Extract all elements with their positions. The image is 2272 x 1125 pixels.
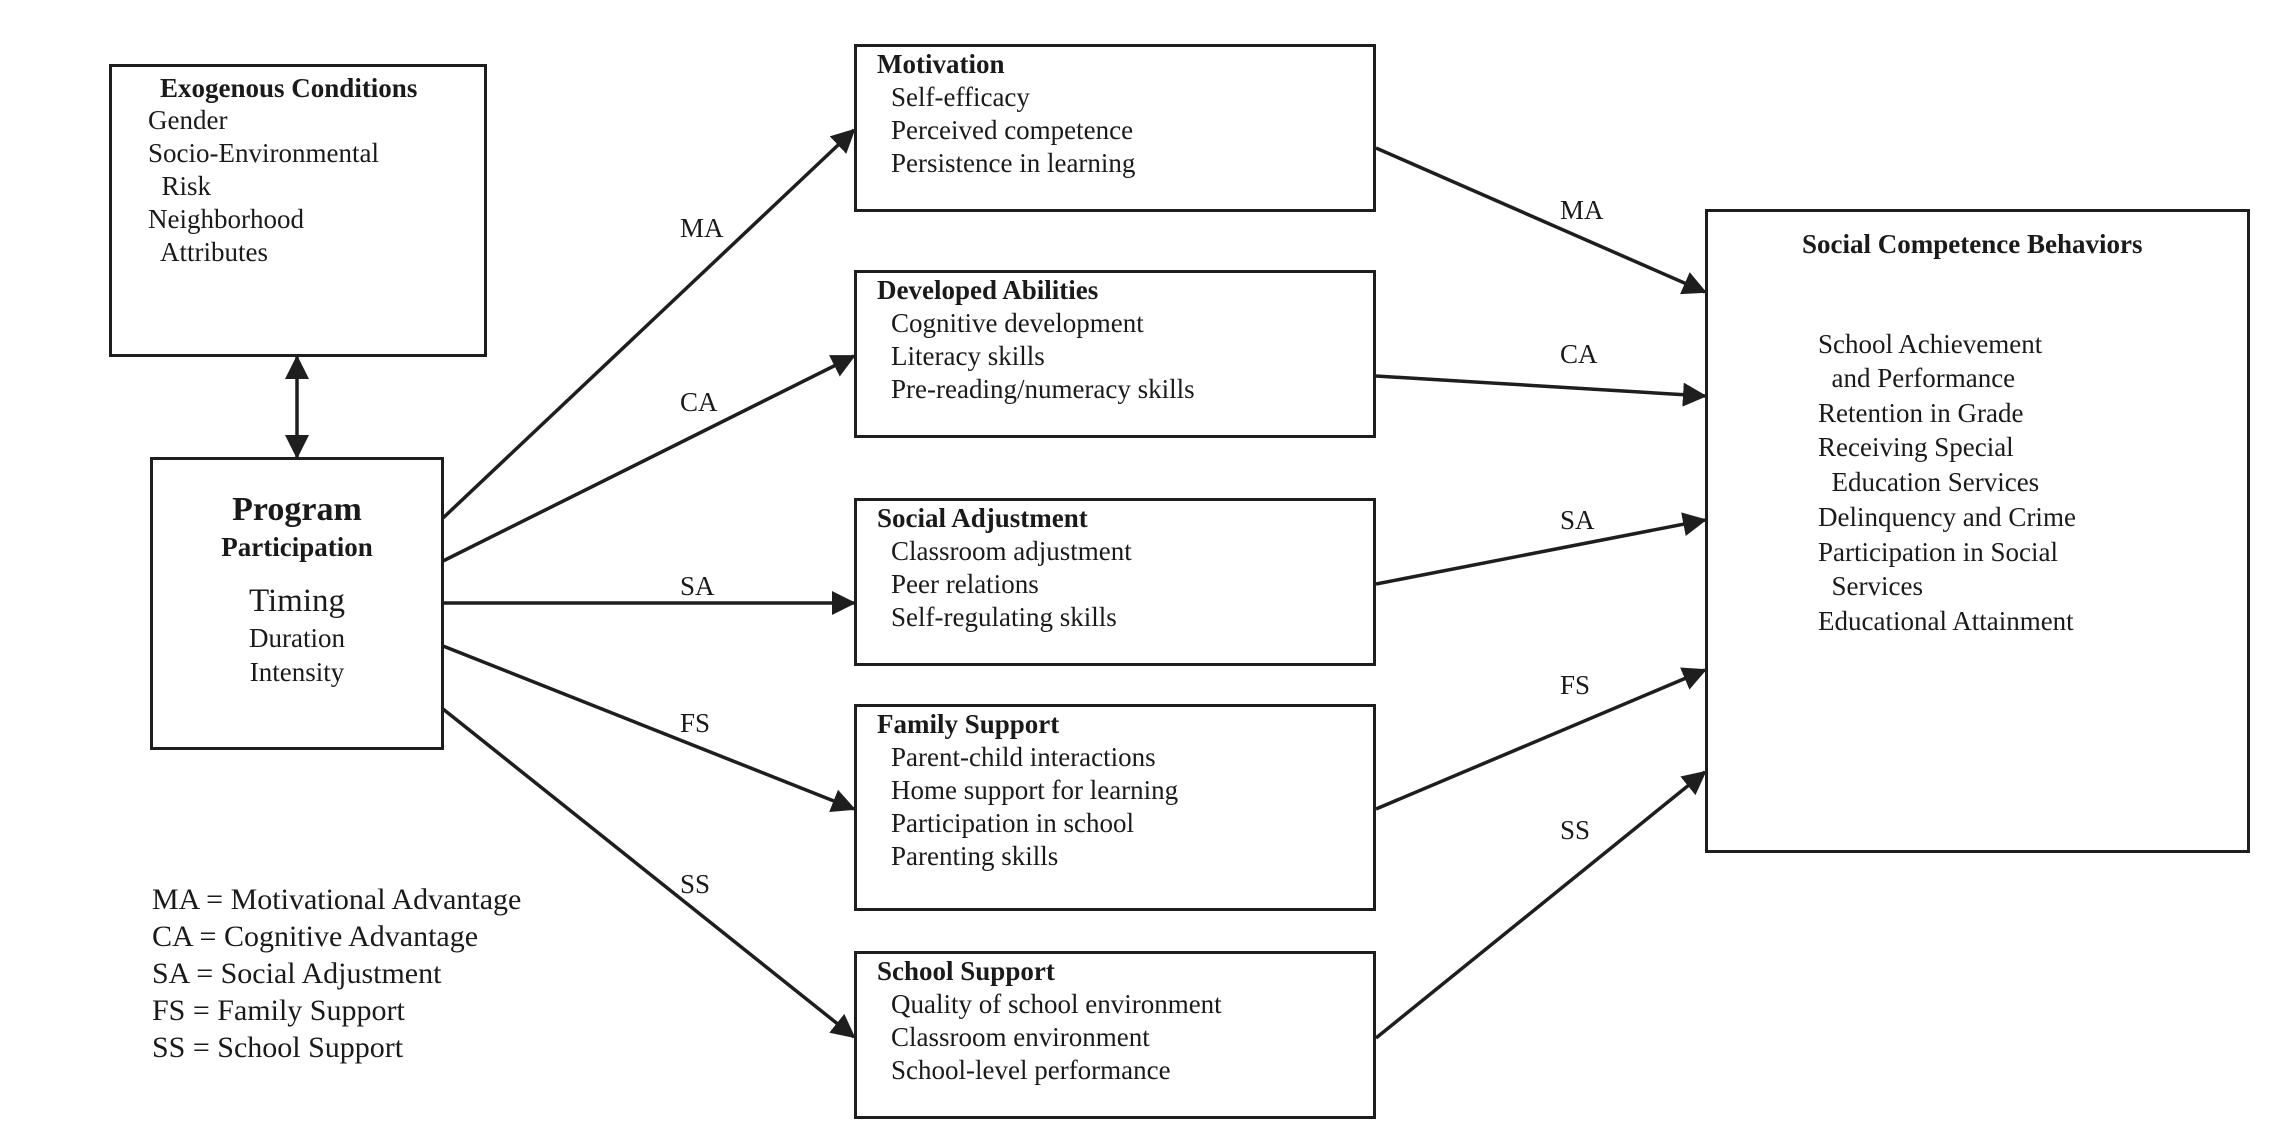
legend-item-sa: SA = Social Adjustment xyxy=(152,957,442,990)
exogenous-conditions-box: Exogenous Conditions Gender Socio-Enviro… xyxy=(109,64,487,357)
family-item: Parenting skills xyxy=(891,841,1059,871)
developed-abilities-box: Developed Abilities Cognitive developmen… xyxy=(854,270,1376,438)
legend-item-ma: MA = Motivational Advantage xyxy=(152,883,522,916)
arrow-abilities-outcomes xyxy=(1375,374,1707,407)
family-title: Family Support xyxy=(877,709,1060,739)
arrow-program-motivation xyxy=(441,128,856,520)
social-item: Self-regulating skills xyxy=(891,602,1117,632)
abilities-item: Pre-reading/numeracy skills xyxy=(891,374,1195,404)
path-label-out-sa: SA xyxy=(1560,505,1595,535)
motivation-box: Motivation Self-efficacy Perceived compe… xyxy=(854,44,1376,212)
outcomes-item: School Achievement xyxy=(1818,329,2043,359)
exogenous-item-attributes: Attributes xyxy=(148,237,268,267)
outcomes-item: and Performance xyxy=(1818,363,2016,393)
arrow-program-school xyxy=(441,707,856,1039)
arrow-social-outcomes xyxy=(1375,512,1707,586)
legend-item-ca: CA = Cognitive Advantage xyxy=(152,920,479,953)
path-label-in-ma: MA xyxy=(680,213,724,243)
family-item: Participation in school xyxy=(891,808,1134,838)
school-item: Classroom environment xyxy=(891,1022,1150,1052)
legend: MA = Motivational Advantage CA = Cogniti… xyxy=(152,881,521,1066)
school-title: School Support xyxy=(877,956,1055,986)
social-competence-box: Social Competence Behaviors School Achie… xyxy=(1705,209,2250,853)
social-title: Social Adjustment xyxy=(877,503,1088,533)
outcomes-item: Education Services xyxy=(1818,467,2040,497)
arrow-family-outcomes xyxy=(1375,667,1707,811)
program-timing: Timing xyxy=(248,583,345,619)
abilities-item: Cognitive development xyxy=(891,308,1144,338)
outcomes-item: Participation in Social xyxy=(1818,537,2058,567)
outcomes-item: Services xyxy=(1818,571,1923,601)
arrow-motivation-outcomes xyxy=(1375,146,1707,295)
school-item: Quality of school environment xyxy=(891,989,1222,1019)
exogenous-item-gender: Gender xyxy=(148,105,228,135)
path-label-out-ca: CA xyxy=(1560,339,1598,369)
social-item: Classroom adjustment xyxy=(891,536,1132,566)
family-support-box: Family Support Parent-child interactions… xyxy=(854,704,1376,911)
path-label-in-sa: SA xyxy=(680,571,715,601)
program-subtitle: Participation xyxy=(221,532,373,562)
program-title: Program xyxy=(232,491,362,528)
path-label-in-ss: SS xyxy=(680,869,711,899)
school-item: School-level performance xyxy=(891,1055,1171,1085)
legend-item-ss: SS = School Support xyxy=(152,1031,404,1064)
outcomes-item: Educational Attainment xyxy=(1818,606,2074,636)
outcomes-title: Social Competence Behaviors xyxy=(1802,229,2143,259)
abilities-item: Literacy skills xyxy=(891,341,1045,371)
arrow-school-outcomes xyxy=(1374,770,1707,1040)
motivation-item: Self-efficacy xyxy=(891,82,1030,112)
outcomes-item: Delinquency and Crime xyxy=(1818,502,2076,532)
program-participation-box: Program Participation Timing Duration In… xyxy=(150,457,444,750)
motivation-title: Motivation xyxy=(877,49,1005,79)
exogenous-item-neighborhood: Neighborhood xyxy=(148,204,304,234)
arrow-program-family xyxy=(442,644,856,813)
exogenous-item-risk: Risk xyxy=(148,171,212,201)
social-adjustment-box: Social Adjustment Classroom adjustment P… xyxy=(854,498,1376,666)
path-label-out-ma: MA xyxy=(1560,195,1604,225)
outcomes-item: Receiving Special xyxy=(1818,432,2014,462)
motivation-item: Perceived competence xyxy=(891,115,1134,145)
abilities-title: Developed Abilities xyxy=(877,275,1099,305)
school-support-box: School Support Quality of school environ… xyxy=(854,951,1376,1119)
path-label-out-ss: SS xyxy=(1560,815,1591,845)
arrow-program-abilities xyxy=(442,354,856,563)
exogenous-item-socio: Socio-Environmental xyxy=(148,138,379,168)
path-label-out-fs: FS xyxy=(1560,670,1591,700)
path-label-in-ca: CA xyxy=(680,387,718,417)
family-item: Home support for learning xyxy=(891,775,1179,805)
program-duration: Duration xyxy=(249,623,345,653)
outcomes-item: Retention in Grade xyxy=(1818,398,2024,428)
program-intensity: Intensity xyxy=(249,657,345,687)
motivation-item: Persistence in learning xyxy=(891,148,1136,178)
family-item: Parent-child interactions xyxy=(891,742,1156,772)
legend-item-fs: FS = Family Support xyxy=(152,994,405,1027)
social-item: Peer relations xyxy=(891,569,1039,599)
exogenous-title: Exogenous Conditions xyxy=(160,73,418,103)
path-label-in-fs: FS xyxy=(680,708,711,738)
